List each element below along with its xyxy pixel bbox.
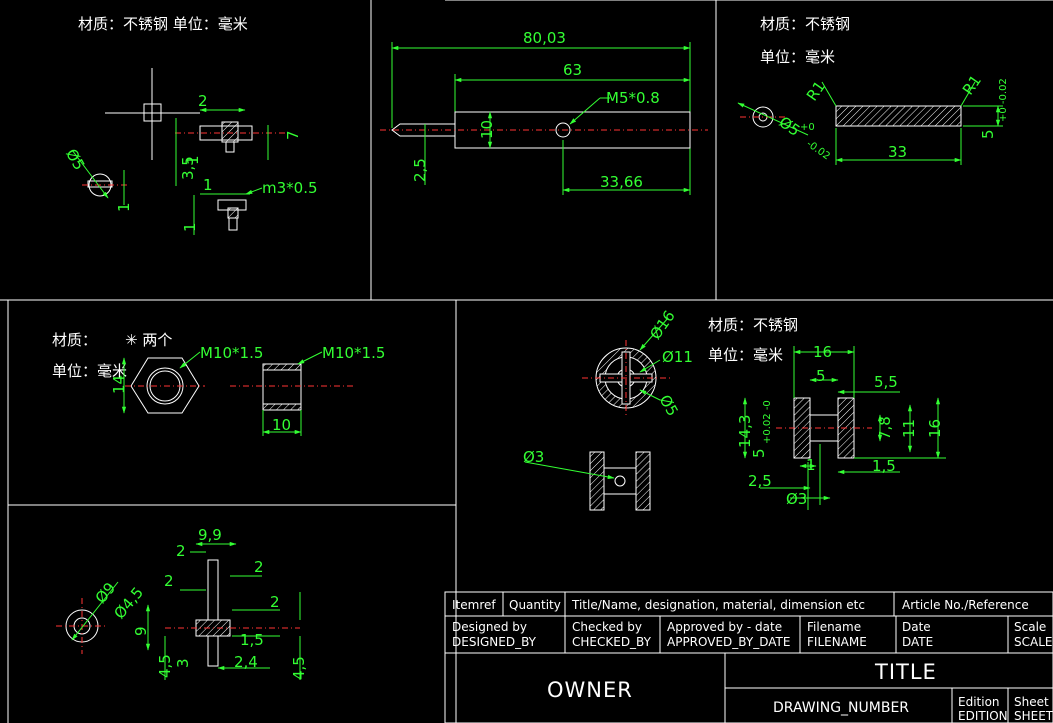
p3-dim-33: 33 xyxy=(888,143,907,161)
tb-filename-label: Filename xyxy=(807,620,861,634)
tb-checked-by: CHECKED_BY xyxy=(572,635,652,649)
title-block: Itemref Quantity Title/Name, designation… xyxy=(444,591,1053,723)
p1-thread-m3: m3*0.5 xyxy=(262,179,318,197)
p5-dim-16v: 16 xyxy=(926,419,944,438)
p5-dim-7-8: 7,8 xyxy=(876,416,894,440)
p2-dim-10: 10 xyxy=(478,120,496,139)
tb-drawing-number: DRAWING_NUMBER xyxy=(773,700,909,716)
p5-dim-14-3: 14,3 xyxy=(736,415,754,448)
tb-itemref: Itemref xyxy=(452,598,496,612)
p4-dim-10: 10 xyxy=(272,416,291,434)
p6-dim-4-5b: 4,5 xyxy=(290,656,308,680)
tb-sheet: SHEET xyxy=(1014,709,1053,723)
p1-dim-1c: 1 xyxy=(203,176,213,194)
p4-thread-a: M10*1.5 xyxy=(200,344,263,362)
tb-scale-label: Scale xyxy=(1014,620,1046,634)
tb-edition: EDITION xyxy=(958,709,1008,723)
tb-filename: FILENAME xyxy=(807,635,867,649)
tb-owner: OWNER xyxy=(547,678,633,702)
panel-4-nut: 材质： ✳ 两个 单位：毫米 M10*1.5 14 M10*1.5 10 xyxy=(52,331,385,436)
tb-checked-by-label: Checked by xyxy=(572,620,642,634)
tb-scale: SCALE xyxy=(1014,635,1052,649)
p3-tol-up: +0 xyxy=(800,122,815,133)
p1-dim-phi5: Ø5 xyxy=(62,146,88,173)
panel-3-pin: 材质：不锈钢 单位：毫米 Ø5 +0 -0.02 R1 R1 33 5 +0 -… xyxy=(737,15,1009,165)
p2-dim-33-66: 33,66 xyxy=(600,173,643,191)
p6-dim-4-5: 4,5 xyxy=(156,654,174,678)
p5-dim-phi5: Ø5 xyxy=(656,392,682,419)
p5-dim-5: 5 xyxy=(816,367,826,385)
p4-dim-14: 14 xyxy=(110,375,128,394)
p3-dim-r1b: R1 xyxy=(959,72,985,99)
p1-dim-2: 2 xyxy=(198,92,208,110)
panel-6-pin-section: Ø9 Ø4,5 9,9 2 2 2 2 9 1,5 4,5 3 2,4 4,5 xyxy=(56,526,308,680)
p4-thread-b: M10*1.5 xyxy=(322,344,385,362)
p5-unit: 单位：毫米 xyxy=(708,346,783,364)
tb-edition-label: Edition xyxy=(958,695,1000,709)
tb-designed-by: DESIGNED_BY xyxy=(452,635,537,649)
panel-1-pin-assembly: 材质：不锈钢 单位：毫米 2 1 3,5 7 Ø5 1 1 m3*0.5 xyxy=(62,15,318,235)
p6-dim-2c: 2 xyxy=(164,572,174,590)
p2-dim-80-03: 80,03 xyxy=(523,29,566,47)
p6-dim-2d: 2 xyxy=(270,593,280,611)
p1-dim-3-5: 3,5 xyxy=(179,156,197,180)
tb-designed-by-label: Designed by xyxy=(452,620,527,634)
p3-dim-r1a: R1 xyxy=(803,78,829,105)
p6-dim-9: 9 xyxy=(132,626,150,636)
p1-dim-1a: 1 xyxy=(184,155,202,165)
tb-title-name-header: Title/Name, designation, material, dimen… xyxy=(571,598,865,612)
tb-article: Article No./Reference xyxy=(902,598,1029,612)
tb-approved-label: Approved by - date xyxy=(667,620,782,634)
p6-dim-3: 3 xyxy=(174,658,192,668)
p6-dim-2b: 2 xyxy=(254,558,264,576)
p4-unit: 单位：毫米 xyxy=(52,362,127,380)
p3-tol-r: +0 -0.02 xyxy=(998,78,1009,122)
p3-tol-dn: -0.02 xyxy=(804,138,832,162)
tb-sheet-label: Sheet xyxy=(1014,695,1049,709)
p5-dim-2-5: 2,5 xyxy=(748,472,772,490)
p6-dim-2-4: 2,4 xyxy=(234,653,258,671)
panel-5-spool: 材质：不锈钢 单位：毫米 Ø16 Ø11 Ø5 Ø3 16 5 5,5 xyxy=(523,307,946,511)
p5-dim-phi11: Ø11 xyxy=(662,348,693,366)
p1-dim-7: 7 xyxy=(284,130,302,140)
p2-dim-2-5: 2,5 xyxy=(411,158,429,182)
tb-approved: APPROVED_BY_DATE xyxy=(667,635,790,649)
p3-material: 材质：不锈钢 xyxy=(760,15,850,33)
p5-dim-phi3b: Ø3 xyxy=(786,490,807,508)
p5-dim-1-5: 1,5 xyxy=(872,457,896,475)
p1-dim-1b: 1 xyxy=(115,202,133,212)
p3-dim-5: 5 xyxy=(979,129,997,139)
p5-dim-5b: 5 xyxy=(750,448,768,458)
tb-date-label: Date xyxy=(902,620,931,634)
p5-dim-11: 11 xyxy=(900,419,918,438)
p1-dim-1d: 1 xyxy=(181,222,199,232)
p4-qty: ✳ 两个 xyxy=(125,331,172,349)
tb-quantity: Quantity xyxy=(509,598,561,612)
p6-dim-2a: 2 xyxy=(176,542,186,560)
p6-dim-9-9: 9,9 xyxy=(198,526,222,544)
p6-dim-1-5: 1,5 xyxy=(240,631,264,649)
p2-dim-63: 63 xyxy=(563,61,582,79)
p3-unit: 单位：毫米 xyxy=(760,48,835,66)
p4-material: 材质： xyxy=(52,331,97,349)
p1-material-unit-note: 材质：不锈钢 单位：毫米 xyxy=(78,15,248,33)
panel-2-rod: 80,03 63 M5*0.8 10 2,5 33,66 xyxy=(380,29,708,195)
p5-dim-16: 16 xyxy=(813,343,832,361)
p5-dim-phi3: Ø3 xyxy=(523,448,544,466)
tb-date: DATE xyxy=(902,635,933,649)
p5-dim-5-5: 5,5 xyxy=(874,373,898,391)
p5-tol: +0.02 -0 xyxy=(762,400,773,444)
p6-dim-phi9: Ø9 xyxy=(92,579,120,607)
tb-title: TITLE xyxy=(874,660,937,684)
p5-dim-1: 1 xyxy=(806,456,816,474)
p5-material: 材质：不锈钢 xyxy=(708,316,798,334)
p2-thread-m5: M5*0.8 xyxy=(606,89,660,107)
